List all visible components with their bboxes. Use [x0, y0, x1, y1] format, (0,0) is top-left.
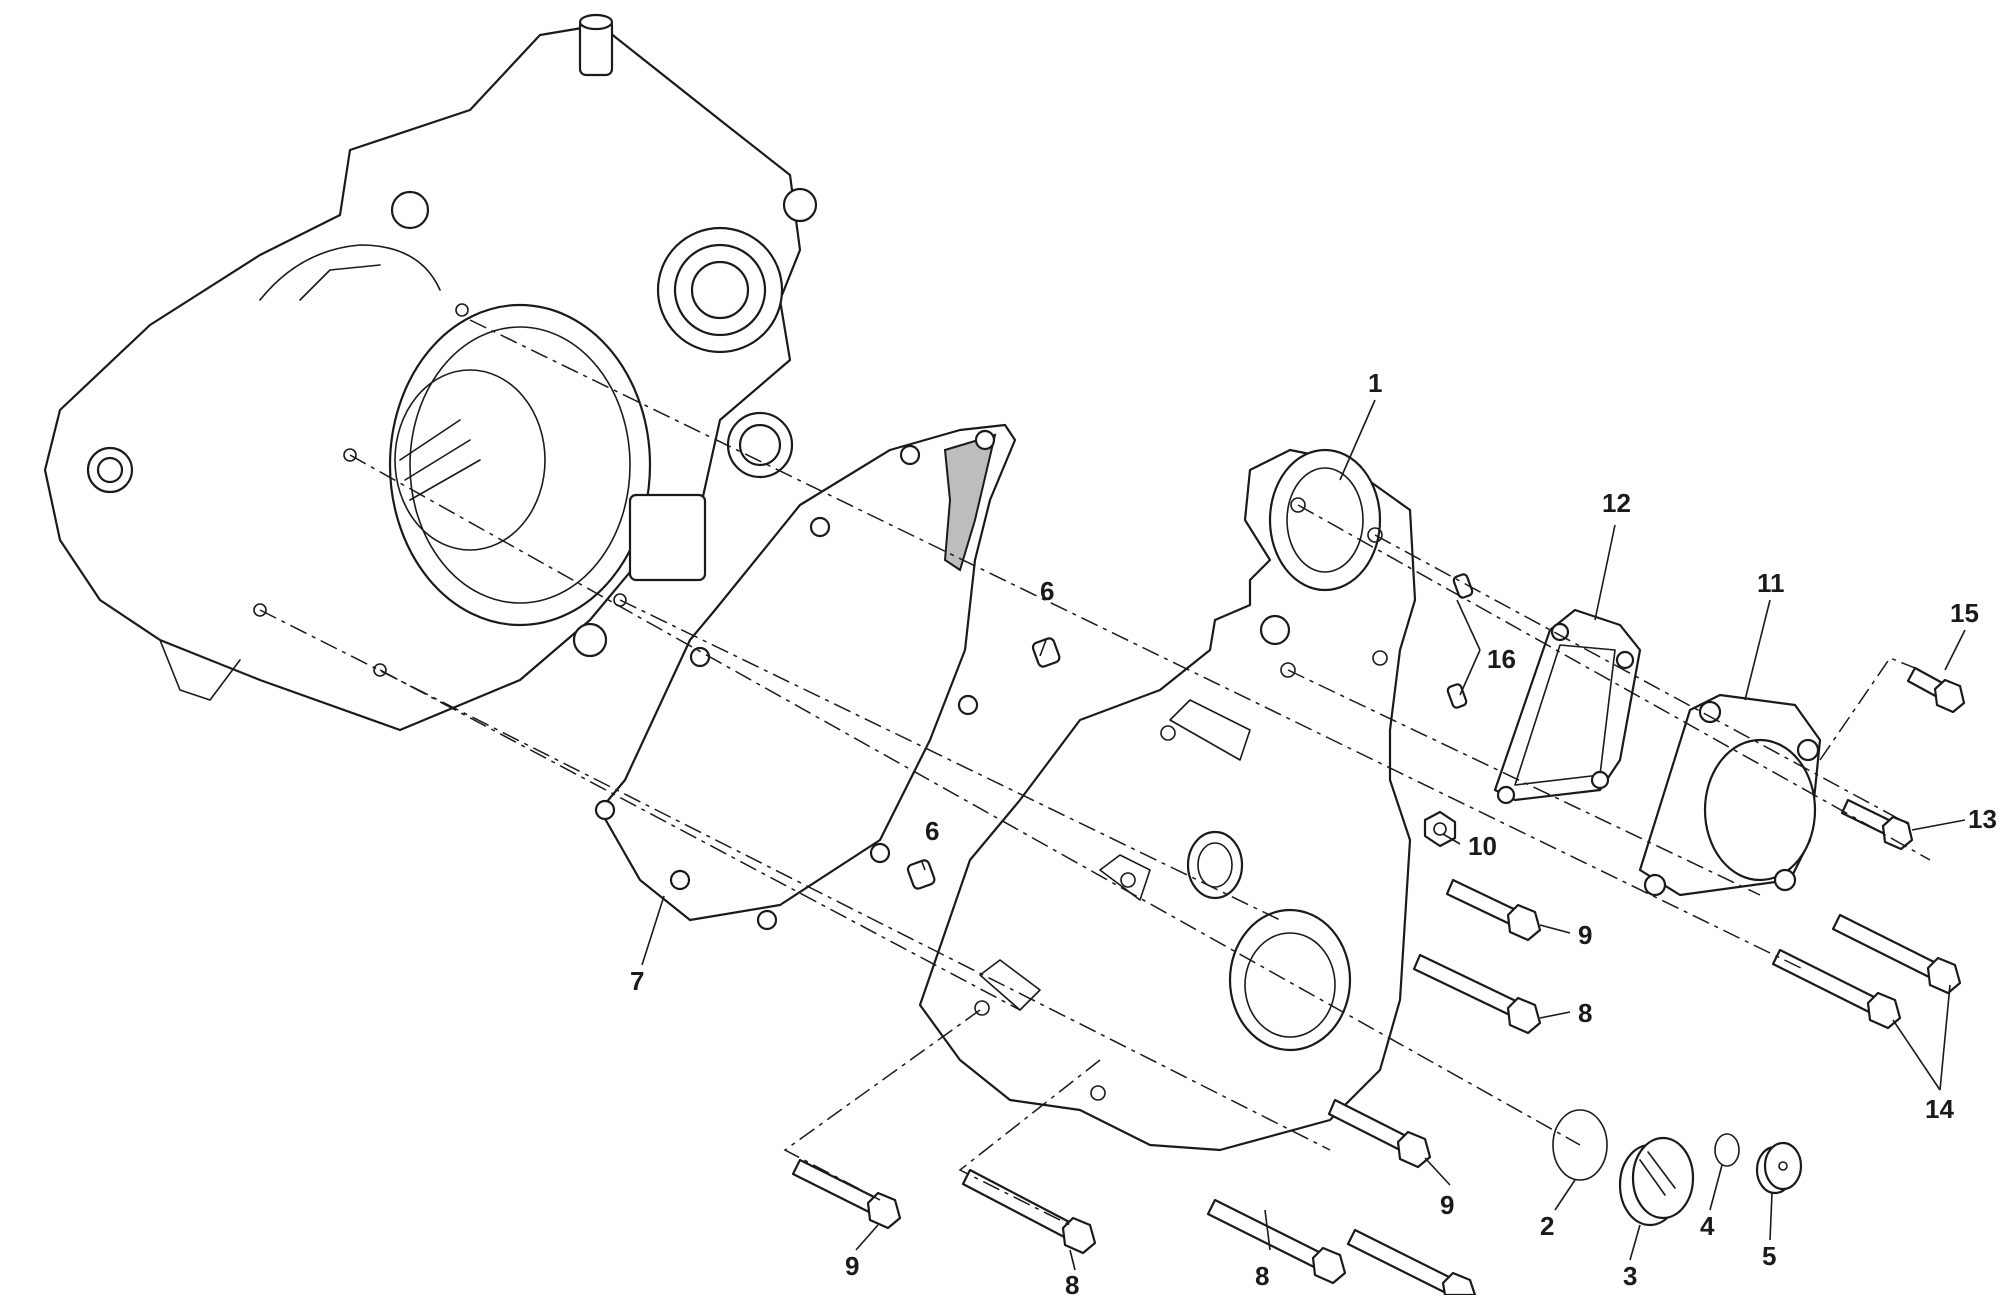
callout-14: 14 [1925, 1094, 1954, 1124]
callout-9-right: 9 [1578, 920, 1592, 950]
callout-16: 16 [1487, 644, 1516, 674]
dowel-pins [906, 637, 1061, 890]
callout-11: 11 [1757, 568, 1785, 598]
callout-15: 15 [1950, 598, 1979, 628]
assembly-lines [259, 319, 1931, 1226]
plugs-and-orings [1552, 1109, 1803, 1227]
callout-13: 13 [1968, 804, 1997, 834]
dowels-16 [1446, 573, 1474, 709]
callout-8-right: 8 [1578, 998, 1592, 1028]
callout-9-bottom: 9 [845, 1251, 859, 1281]
nut [1423, 810, 1457, 848]
callout-12: 12 [1602, 488, 1631, 518]
small-gasket [1493, 608, 1642, 805]
callout-6-upper: 6 [1040, 576, 1054, 606]
callout-4: 4 [1700, 1211, 1715, 1241]
callout-8-bottom-left: 8 [1065, 1270, 1079, 1295]
callout-8-bottom: 8 [1255, 1261, 1269, 1291]
callout-6-lower: 6 [925, 816, 939, 846]
bolts [791, 666, 1966, 1295]
leader-lines [641, 399, 1966, 1271]
callout-7: 7 [630, 966, 644, 996]
callout-10: 10 [1468, 831, 1497, 861]
callout-9-middle: 9 [1440, 1190, 1454, 1220]
callout-1: 1 [1368, 368, 1382, 398]
callout-2: 2 [1540, 1211, 1554, 1241]
crankcase [43, 13, 818, 732]
small-cover [1638, 693, 1822, 897]
callout-labels: 1 12 11 15 16 6 13 10 6 9 7 8 14 9 2 4 5… [630, 368, 1997, 1295]
ignition-cover [918, 448, 1417, 1152]
cover-gasket [594, 423, 1017, 931]
callout-5: 5 [1762, 1241, 1776, 1271]
callout-3: 3 [1623, 1261, 1637, 1291]
